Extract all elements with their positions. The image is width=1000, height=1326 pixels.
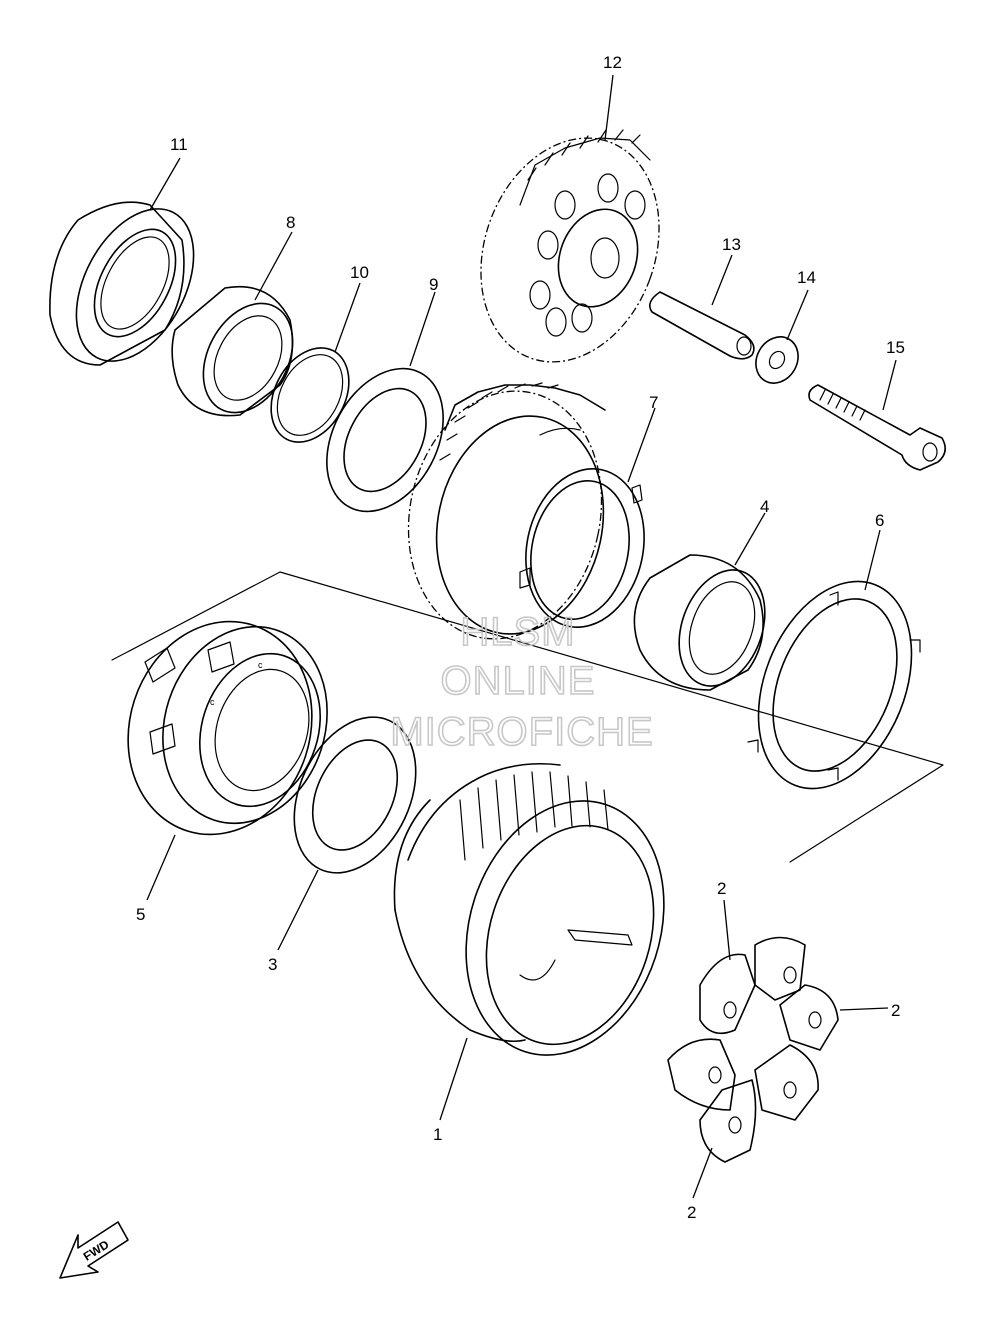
part-6-plate bbox=[747, 580, 921, 790]
svg-text:c: c bbox=[258, 660, 263, 670]
callout-2b: 2 bbox=[891, 1001, 900, 1020]
callout-4: 4 bbox=[760, 497, 769, 516]
callout-13: 13 bbox=[722, 235, 741, 254]
part-10-circlip bbox=[270, 347, 350, 443]
callout-10: 10 bbox=[350, 263, 369, 282]
fwd-arrow-icon: FWD bbox=[59, 1221, 129, 1279]
part-9-washer bbox=[326, 367, 444, 513]
watermark-line3: MICROFICHE bbox=[390, 710, 653, 754]
callout-11: 11 bbox=[170, 135, 188, 154]
callout-3: 3 bbox=[268, 955, 277, 974]
callout-8: 8 bbox=[286, 213, 295, 232]
watermark-line2: ONLINE bbox=[441, 659, 596, 703]
part-12-idler-gear bbox=[480, 129, 660, 363]
leader-lines bbox=[146, 74, 897, 1199]
part-1-clutch-housing bbox=[393, 762, 665, 1056]
callout-6: 6 bbox=[875, 511, 884, 530]
callout-15: 15 bbox=[886, 338, 905, 357]
watermark-line1: HLSM bbox=[460, 610, 575, 654]
callout-2a: 2 bbox=[717, 879, 726, 898]
part-11-bearing bbox=[49, 201, 195, 366]
watermark: HLSM ONLINE MICROFICHE bbox=[390, 609, 654, 755]
part-13-shaft bbox=[649, 291, 755, 360]
part-15-bolt bbox=[808, 384, 946, 471]
callout-9: 9 bbox=[429, 275, 438, 294]
callout-7: 7 bbox=[649, 393, 658, 412]
part-5-oneway-clutch: c c bbox=[127, 620, 328, 836]
part-8-bushing bbox=[171, 285, 294, 417]
callout-14: 14 bbox=[797, 268, 816, 287]
subassembly-outline bbox=[111, 571, 944, 863]
part-7-clutch-gear bbox=[407, 382, 645, 640]
part-3-washer bbox=[293, 716, 417, 874]
callout-12: 12 bbox=[603, 53, 622, 72]
callouts: 11 8 10 9 12 13 14 15 7 4 6 5 3 1 2 2 2 bbox=[136, 53, 905, 1222]
part-4-collar bbox=[633, 554, 766, 691]
callout-1: 1 bbox=[433, 1125, 442, 1144]
callout-5: 5 bbox=[136, 905, 145, 924]
svg-text:c: c bbox=[210, 697, 215, 707]
callout-2c: 2 bbox=[687, 1203, 696, 1222]
part-14-washer bbox=[755, 336, 799, 384]
part-2-damper-set bbox=[667, 936, 839, 1163]
